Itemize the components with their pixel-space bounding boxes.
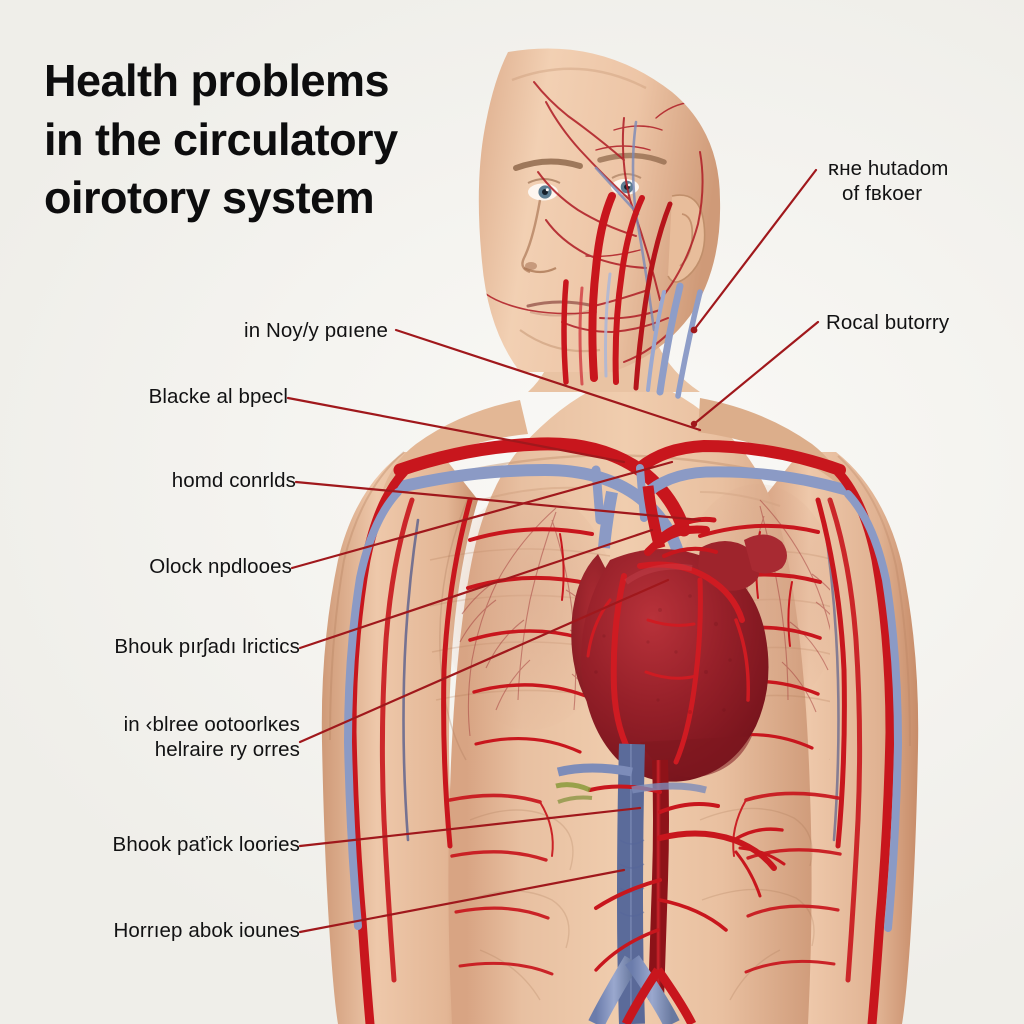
- leader-line-9: [692, 168, 818, 332]
- leader-line-5: [298, 528, 654, 650]
- descending-vessels: [555, 743, 786, 1024]
- great-vessels: [343, 437, 903, 1024]
- callout-label-6-line-1: in ‹blree ootoorlĸes: [123, 713, 300, 736]
- leader-line-7: [298, 806, 642, 848]
- title-line-2: in the circulatory: [44, 113, 398, 165]
- leader-line-10: [692, 320, 820, 426]
- leader-line-3: [294, 480, 702, 522]
- callout-label-9: ʀнe hutadom of fʙkoer: [828, 156, 948, 206]
- abdominal-arteries: [448, 791, 842, 976]
- page-title: Health problems in the circulatory oirot…: [44, 52, 474, 228]
- callout-label-4: Olock npdlooes: [149, 555, 292, 578]
- callout-label-7: Bhook paťick loories: [112, 833, 300, 856]
- callout-label-9-line-1: ʀнe hutadom: [828, 157, 949, 180]
- neck-vessels: [561, 192, 703, 399]
- callout-label-5: Bhouk pırʃadı lrictics: [114, 635, 300, 658]
- callout-label-10: Rocal butorry: [826, 311, 950, 334]
- callout-label-8: Horrıep abok iounеs: [113, 919, 300, 942]
- title-line-3: oirotory system: [44, 172, 375, 223]
- heart: [571, 485, 787, 782]
- callout-label-3: homd conrlds: [171, 469, 296, 492]
- leader-line-4: [290, 460, 674, 570]
- leader-line-2: [286, 396, 626, 464]
- callout-label-6-line-2: helraire ry orres: [154, 738, 300, 761]
- callout-label-1: in Noy/y pɑıene: [244, 319, 388, 342]
- callout-label-6: in ‹blree ootoorlĸes helraire ry orres: [124, 712, 300, 762]
- callout-label-9-line-2: of fʙkoer: [842, 182, 923, 205]
- leader-line-6: [298, 578, 670, 744]
- leader-line-1: [394, 328, 702, 432]
- head-vessels: [485, 81, 704, 363]
- callout-label-2: Blacke al bpecl: [148, 385, 288, 408]
- leader-line-8: [298, 868, 626, 934]
- title-line-1: Health problems: [44, 55, 390, 106]
- leader-endpoints: [690, 326, 698, 428]
